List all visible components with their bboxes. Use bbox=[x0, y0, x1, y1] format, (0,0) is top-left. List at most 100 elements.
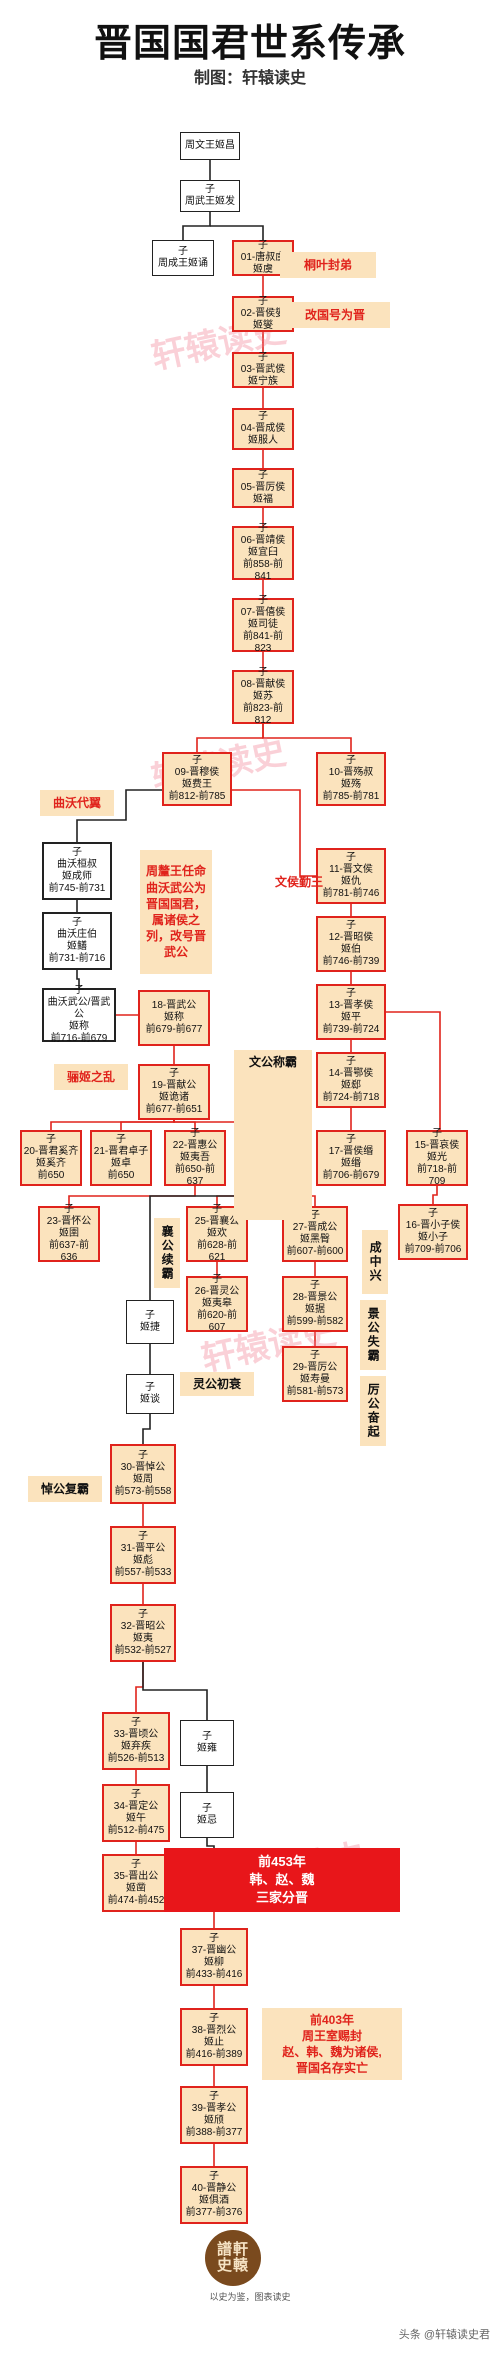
ruler-name: 06-晋靖侯 bbox=[240, 534, 286, 546]
personal-name: 姬夷吾 bbox=[180, 1151, 210, 1163]
reign-years: 前532-前527 bbox=[114, 1645, 172, 1657]
personal-name: 姬止 bbox=[204, 2037, 224, 2048]
reign-years: 前739-前724 bbox=[322, 1024, 380, 1036]
ruler-name: 35-晋出公 bbox=[113, 1870, 159, 1882]
relation-label: 子 bbox=[212, 1273, 222, 1285]
personal-name: 姬宜臼 bbox=[248, 546, 278, 558]
reign-years: 前650 bbox=[37, 1170, 65, 1182]
relation-label: 子 bbox=[74, 984, 84, 996]
relation-label: 子 bbox=[131, 1716, 141, 1728]
relation-label: 子 bbox=[258, 522, 268, 534]
annotation-daogongfuba: 悼公复霸 bbox=[28, 1476, 102, 1502]
personal-name: 姬圉 bbox=[59, 1227, 79, 1239]
annotation-quwodaiyi: 曲沃代翼 bbox=[40, 790, 114, 816]
personal-name: 姬弃疾 bbox=[121, 1741, 151, 1752]
annotation-linggongchushuai: 灵公初衰 bbox=[180, 1372, 254, 1396]
relation-label: 子 bbox=[72, 916, 82, 928]
personal-name: 姬虞 bbox=[253, 264, 273, 276]
ruler-name: 02-晋侯燮 bbox=[240, 307, 286, 319]
lineage-node-q2: 子曲沃庄伯姬鳝前731-前716 bbox=[42, 912, 112, 970]
relation-label: 子 bbox=[258, 295, 268, 307]
personal-name: 姬成师 bbox=[62, 871, 92, 882]
reign-years: 前709-前706 bbox=[404, 1244, 462, 1256]
lineage-node-jyong: 子姬雍 bbox=[180, 1720, 234, 1766]
relation-label: 子 bbox=[310, 1349, 320, 1361]
connector-line bbox=[196, 724, 264, 752]
ruler-name: 05-晋厉侯 bbox=[240, 481, 286, 493]
relation-label: 子 bbox=[46, 1133, 56, 1145]
personal-name: 姬服人 bbox=[248, 435, 278, 447]
seal-text: 譜軒 史轅 bbox=[216, 2240, 249, 2274]
relation-label: 子 bbox=[346, 919, 356, 931]
relation-label: 子 bbox=[131, 1858, 141, 1870]
relation-label: 子 bbox=[190, 1127, 200, 1139]
ruler-name: 03-晋武侯 bbox=[240, 363, 286, 375]
relation-label: 子 bbox=[428, 1207, 438, 1219]
lineage-node-jtan: 子姬谈 bbox=[126, 1374, 174, 1414]
personal-name: 姬欢 bbox=[207, 1227, 227, 1239]
relation-label: 子 bbox=[116, 1133, 126, 1145]
relation-label: 子 bbox=[145, 1381, 155, 1393]
personal-name: 姬奚齐 bbox=[36, 1158, 66, 1169]
ruler-name: 29-晋厉公 bbox=[292, 1361, 338, 1373]
relation-label: 子 bbox=[258, 351, 268, 363]
relation-label: 子 bbox=[72, 846, 82, 858]
connector-line bbox=[149, 1195, 271, 1300]
personal-name: 姬颀 bbox=[204, 2115, 224, 2126]
reign-years: 前724-前718 bbox=[322, 1092, 380, 1104]
relation-label: 子 bbox=[138, 1449, 148, 1461]
connector-line bbox=[262, 724, 352, 752]
ruler-name: 27-晋成公 bbox=[292, 1221, 338, 1233]
reign-years: 前628-前621 bbox=[196, 1240, 237, 1264]
annotation-ligongfenqi: 厉公奋起 bbox=[360, 1376, 386, 1446]
reign-years: 前599-前582 bbox=[286, 1316, 344, 1328]
connector-line bbox=[210, 225, 264, 240]
lineage-node-zwuwang: 子周武王姬发 bbox=[180, 180, 240, 212]
reign-years: 前650 bbox=[107, 1170, 135, 1182]
ruler-name: 30-晋悼公 bbox=[120, 1461, 166, 1473]
relation-label: 子 bbox=[138, 1608, 148, 1620]
relation-label: 子 bbox=[212, 1203, 222, 1215]
personal-name: 姬午 bbox=[126, 1813, 146, 1824]
relation-label: 子 bbox=[258, 594, 268, 606]
annotation-wenhouqinwang: 文侯勤王 bbox=[274, 874, 323, 889]
reign-years: 前377-前376 bbox=[185, 2207, 243, 2219]
personal-name: 姬称 bbox=[164, 1011, 184, 1023]
reign-years: 前812-前785 bbox=[168, 791, 226, 803]
connector-line bbox=[68, 1186, 196, 1206]
personal-name: 姬殇 bbox=[341, 779, 361, 790]
relation-label: 子 bbox=[346, 1055, 356, 1067]
relation-label: 子 bbox=[346, 1133, 356, 1145]
ruler-name: 12-晋昭侯 bbox=[328, 931, 374, 943]
annotation-wengongchengba: 文公称霸 bbox=[234, 1050, 312, 1220]
ruler-name: 08-晋献侯 bbox=[240, 678, 286, 690]
ruler-name: 31-晋平公 bbox=[120, 1542, 166, 1554]
ruler-name: 姬雍 bbox=[197, 1743, 217, 1754]
ruler-name: 09-晋穆侯 bbox=[174, 766, 220, 778]
relation-label: 子 bbox=[145, 1309, 155, 1321]
relation-label: 子 bbox=[258, 469, 268, 481]
ruler-name: 曲沃武公/晋武公 bbox=[47, 996, 111, 1020]
ruler-name: 04-晋成侯 bbox=[240, 422, 286, 434]
ruler-name: 19-晋献公 bbox=[151, 1079, 197, 1091]
relation-label: 子 bbox=[202, 1730, 212, 1742]
ruler-name: 17-晋侯缗 bbox=[328, 1145, 374, 1157]
ruler-name: 曲沃庄伯 bbox=[57, 928, 97, 940]
personal-name: 姬缗 bbox=[341, 1158, 361, 1169]
reign-years: 前573-前558 bbox=[114, 1486, 172, 1498]
